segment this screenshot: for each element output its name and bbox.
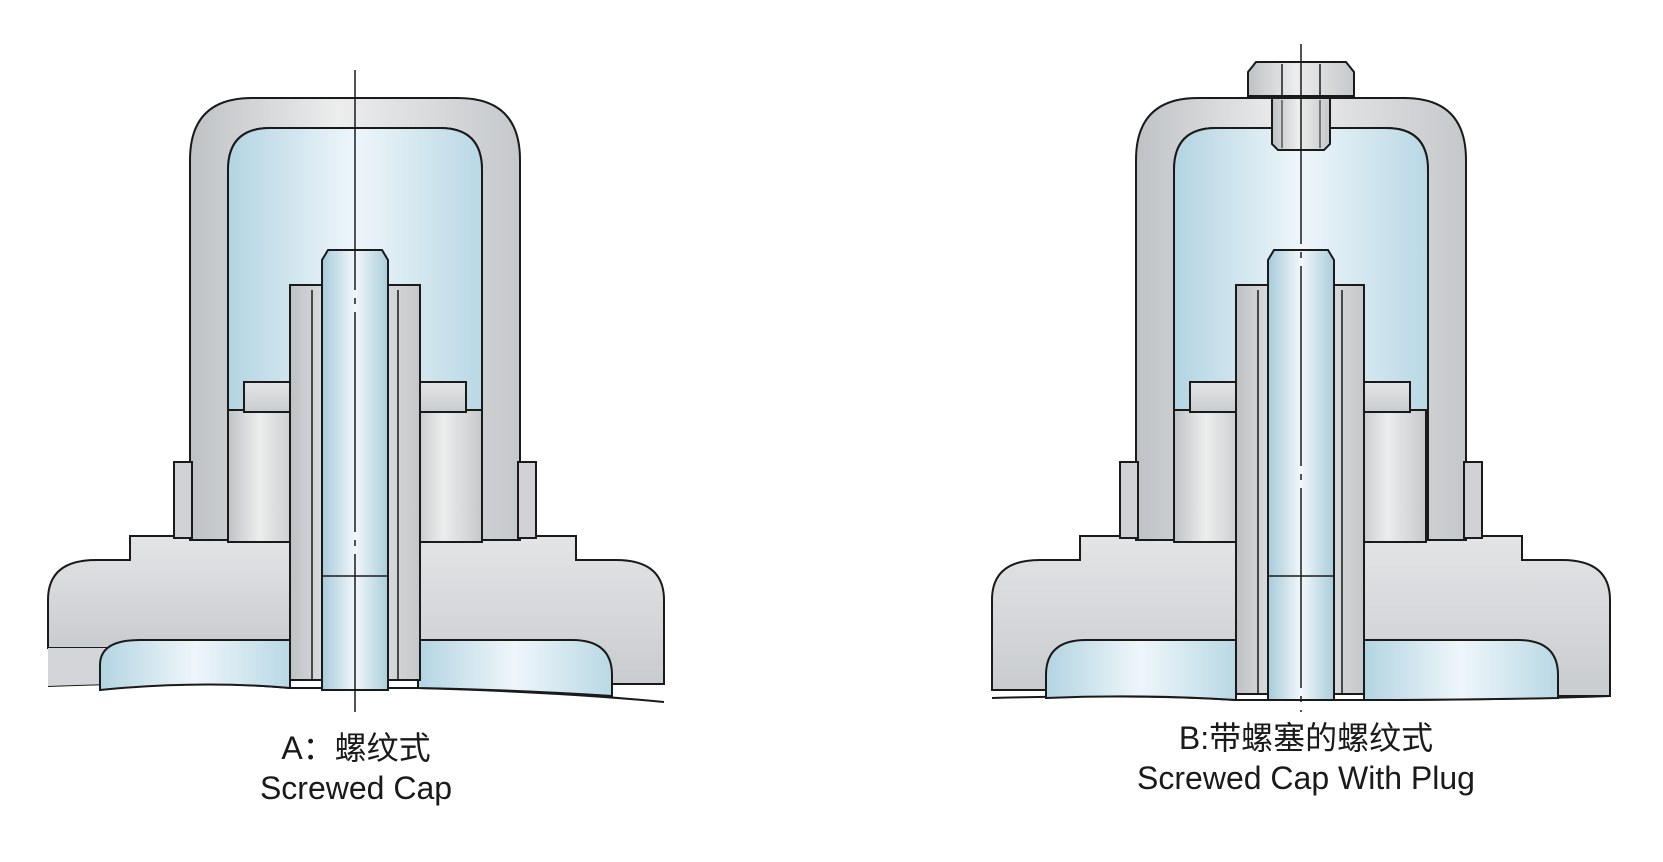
caption-screwed-cap: A：螺纹式 Screwed Cap bbox=[96, 728, 616, 808]
cap-lug bbox=[517, 461, 537, 539]
gland-nut bbox=[1361, 381, 1411, 413]
body-cavity bbox=[417, 639, 613, 698]
body-boss bbox=[1355, 409, 1427, 543]
caption-en: Screwed Cap With Plug bbox=[1137, 760, 1475, 796]
caption-cn: B:带螺塞的螺纹式 bbox=[1178, 720, 1434, 756]
figure-screwed-cap bbox=[47, 70, 665, 712]
caption-screwed-cap-with-plug: B:带螺塞的螺纹式 Screwed Cap With Plug bbox=[1046, 718, 1566, 798]
body-boss bbox=[411, 409, 483, 543]
cap-lug bbox=[173, 461, 193, 539]
gland-nut bbox=[1189, 381, 1239, 413]
caption-en: Screwed Cap bbox=[259, 770, 453, 806]
cap-lug bbox=[1119, 461, 1139, 539]
body-boss bbox=[1173, 409, 1245, 543]
gland-nut bbox=[417, 381, 467, 413]
figure-screwed-cap-with-plug bbox=[991, 44, 1611, 712]
body-cavity bbox=[1363, 639, 1559, 702]
body-cavity bbox=[99, 639, 291, 692]
valve-body bbox=[47, 535, 291, 649]
caption-cn: A：螺纹式 bbox=[281, 730, 431, 766]
cap-lug bbox=[1463, 461, 1483, 539]
body-cavity bbox=[1045, 639, 1237, 702]
body-boss bbox=[227, 409, 299, 543]
gland-nut bbox=[243, 381, 293, 413]
